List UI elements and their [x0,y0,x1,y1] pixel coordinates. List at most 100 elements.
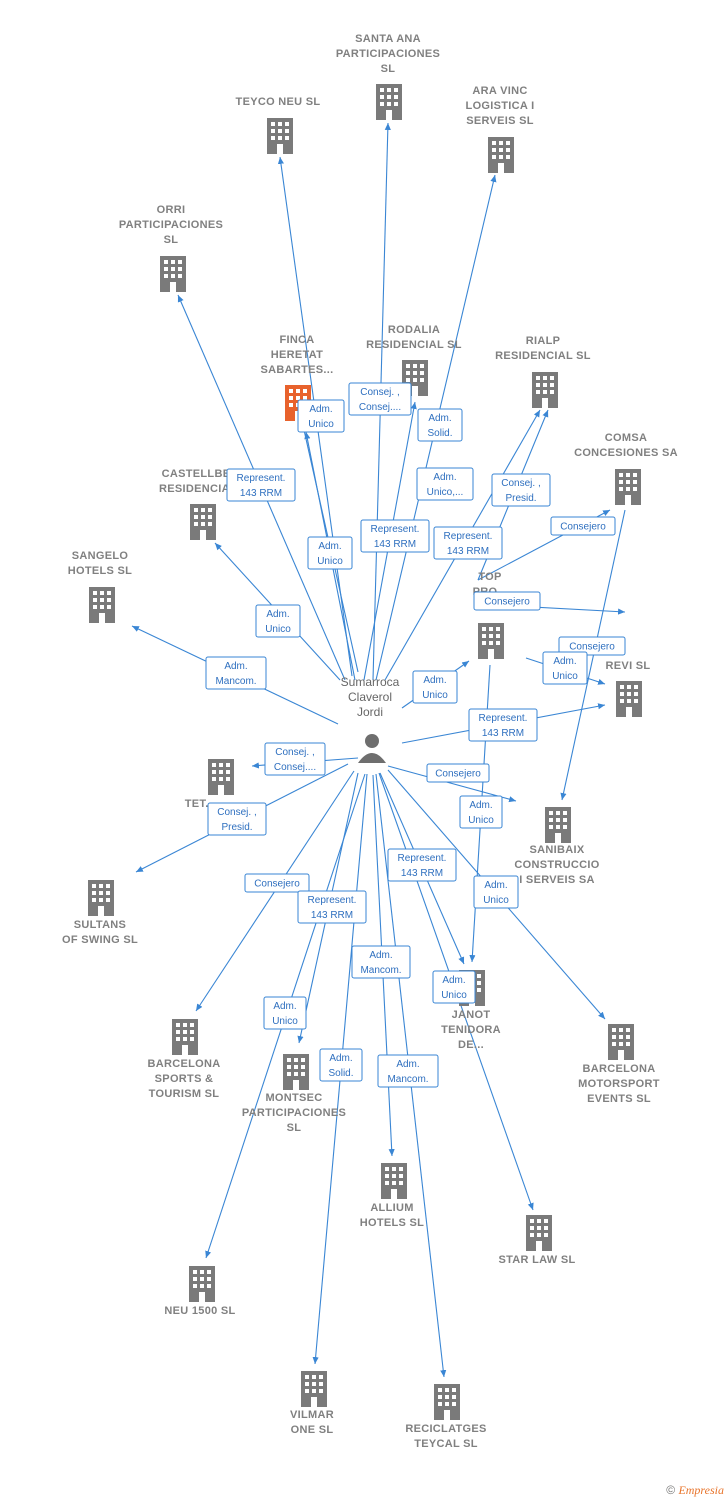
relation-text: Adm.Mancom. [215,661,256,687]
company-node-revi[interactable]: REVI SL [606,660,651,717]
relation-label-25[interactable]: Adm.Mancom. [351,945,411,979]
building-icon [381,1163,407,1199]
company-name-line: DE... [458,1039,484,1051]
relation-label-22[interactable]: Consejero [244,873,310,893]
empresia-logo[interactable]: Empresia [678,1483,724,1497]
relation-label-17[interactable]: Consej. ,Consej.... [264,742,326,776]
company-node-neu_1500[interactable]: NEU 1500 SL [164,1266,235,1317]
relation-label-27[interactable]: Adm.Unico [432,970,476,1004]
relation-label-9[interactable]: Adm.Unico [307,536,353,570]
company-name[interactable]: STAR LAW SL [498,1254,575,1266]
relation-text: Consejero [569,642,615,653]
relation-label-11[interactable]: Consejero [473,591,541,611]
relation-text-line: Represent. [237,473,286,484]
relation-label-10[interactable]: Adm.Unico [255,604,301,638]
relation-label-8[interactable]: Consejero [550,516,616,536]
company-node-star_law[interactable]: STAR LAW SL [498,1215,575,1266]
relation-label-20[interactable]: Adm.Unico [459,795,503,829]
building-icon [545,807,571,843]
relation-label-28[interactable]: Adm.Solid. [319,1048,363,1082]
relation-label-box [387,848,457,882]
company-name-line: CONCESIONES SA [574,447,678,459]
company-name[interactable]: NEU 1500 SL [164,1305,235,1317]
company-name-line: TET... [185,798,216,810]
relation-label-18[interactable]: Consejero [426,763,490,783]
relation-label-21[interactable]: Represent.143 RRM [387,848,457,882]
company-node-tet[interactable]: TET... [185,759,234,810]
relation-label-13[interactable]: Adm.Mancom. [205,656,267,690]
person-name-line: Claverol [348,690,392,704]
relation-label-23[interactable]: Represent.143 RRM [297,890,367,924]
relation-label-26[interactable]: Adm.Unico [263,996,307,1030]
relation-text-line: Solid. [427,428,452,439]
company-name[interactable]: TET... [185,798,216,810]
relation-label-12[interactable]: Consejero [558,636,626,656]
building-icon [616,681,642,717]
company-node-comsa[interactable]: COMSA CONCESIONES SA [574,432,678,505]
relation-label-0[interactable]: Adm.Unico [297,399,345,433]
company-name-line: PARTICIPACIONES [336,48,440,60]
company-name-line: COMSA [605,432,647,444]
relation-label-15[interactable]: Adm.Unico [542,651,588,685]
relation-text-line: Adm. [433,472,456,483]
company-name[interactable]: REVI SL [606,660,651,672]
relation-label-1[interactable]: Consej. ,Consej.... [348,382,412,416]
relation-label-29[interactable]: Adm.Mancom. [377,1054,439,1088]
relation-label-2[interactable]: Adm.Solid. [417,408,463,442]
relation-text-line: 143 RRM [401,868,443,879]
company-node-top_pro[interactable]: TOPPRO... [473,571,508,659]
company-name-line: CASTELLBELL [162,468,245,480]
relation-label-4[interactable]: Represent.143 RRM [360,519,430,553]
company-name[interactable]: TEYCO NEU SL [236,96,321,108]
company-name[interactable]: COMSA CONCESIONES SA [574,432,678,459]
relation-label-7[interactable]: Consej. ,Presid. [491,473,551,507]
relation-label-5[interactable]: Represent.143 RRM [226,468,296,502]
relation-label-24[interactable]: Adm.Unico [473,875,519,909]
relation-label-6[interactable]: Represent.143 RRM [433,526,503,560]
relation-label-3[interactable]: Adm.Unico,... [416,467,474,501]
relation-label-box [468,708,538,742]
relation-text: Consejero [560,522,606,533]
relation-label-14[interactable]: Adm.Unico [412,670,458,704]
relation-label-16[interactable]: Represent.143 RRM [468,708,538,742]
relation-label-19[interactable]: Consej. ,Presid. [207,802,267,836]
relation-text-line: Consejero [435,769,481,780]
company-node-teyco_neu[interactable]: TEYCO NEU SL [236,96,321,154]
